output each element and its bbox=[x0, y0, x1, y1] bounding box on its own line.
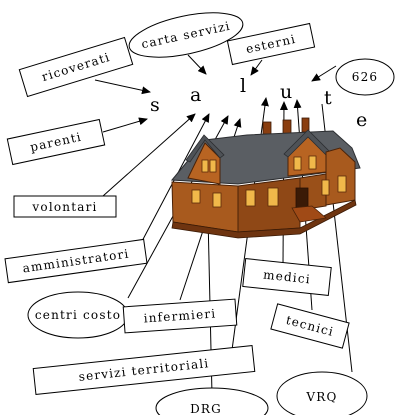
node-parenti: parenti bbox=[6, 118, 106, 166]
node-esterni: esterni bbox=[226, 22, 316, 66]
title-letter-l: l bbox=[240, 75, 246, 97]
node-centri-costo: centri costo bbox=[27, 291, 129, 339]
title-letter-u: u bbox=[280, 81, 292, 103]
node-drg: DRG bbox=[155, 387, 269, 419]
node-servizi-territoriali: servizi territoriali bbox=[32, 345, 256, 395]
title-salute: s a l u t e bbox=[150, 75, 367, 131]
node-vrq: VRQ bbox=[276, 371, 368, 419]
title-letter-a: a bbox=[190, 84, 201, 106]
label-vrq: VRQ bbox=[305, 390, 337, 404]
label-medici: medici bbox=[263, 268, 312, 287]
label-infermieri: infermieri bbox=[143, 306, 217, 325]
title-letter-t: t bbox=[324, 87, 332, 109]
arrow-parenti bbox=[102, 117, 148, 133]
title-letter-e: e bbox=[356, 109, 367, 131]
node-626: 626 bbox=[335, 58, 395, 96]
label-drg: DRG bbox=[190, 402, 222, 415]
arrow-ricoverati bbox=[94, 79, 151, 95]
node-ricoverati: ricoverati bbox=[18, 36, 134, 98]
arrow-carta-servizi bbox=[187, 54, 207, 75]
node-tecnici: tecnici bbox=[270, 303, 350, 349]
arrow-volontari bbox=[102, 113, 196, 197]
label-centri-costo: centri costo bbox=[35, 308, 121, 322]
node-medici: medici bbox=[242, 258, 332, 296]
node-infermieri: infermieri bbox=[122, 298, 238, 334]
node-volontari: volontari bbox=[13, 195, 117, 218]
arrow-626 bbox=[311, 65, 337, 82]
node-carta-servizi: carta servizi bbox=[128, 12, 244, 58]
arrow-esterni bbox=[250, 59, 263, 76]
node-amministratori: amministratori bbox=[4, 238, 148, 284]
label-626: 626 bbox=[352, 70, 379, 84]
label-volontari: volontari bbox=[31, 200, 97, 214]
title-letter-s: s bbox=[150, 94, 160, 116]
house-icon bbox=[170, 117, 361, 239]
